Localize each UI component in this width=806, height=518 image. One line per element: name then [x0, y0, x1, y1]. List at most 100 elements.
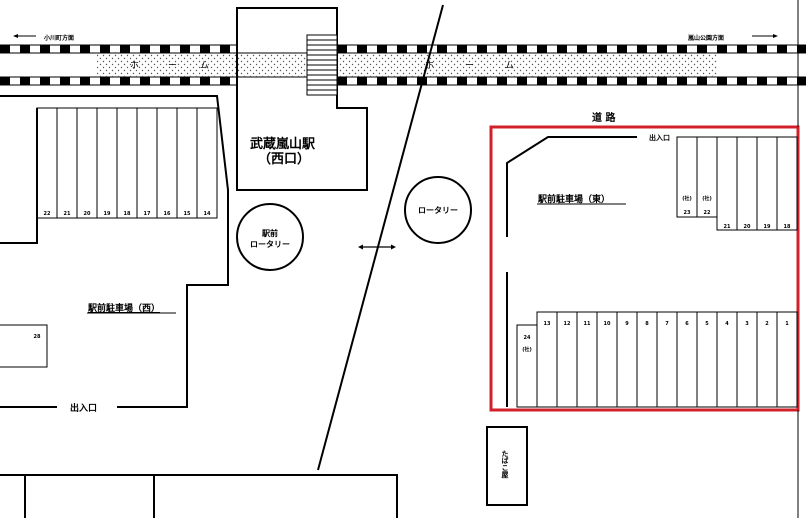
stall-number: 4 [725, 321, 729, 327]
station-building: 武蔵嵐山駅 （西口） [236, 7, 368, 191]
track-tie [397, 45, 407, 53]
parking-stall [0, 324, 48, 368]
stall-number: 15 [184, 211, 191, 217]
track-tie [717, 77, 727, 85]
track-tie [677, 45, 687, 53]
platform-station [237, 53, 307, 77]
buildings-bottom [0, 474, 398, 518]
track-tie [617, 77, 627, 85]
stall-number: 12 [564, 321, 571, 327]
entrance-label: 出入口 [649, 133, 670, 142]
track-tie [717, 45, 727, 53]
track-tie [657, 45, 667, 53]
track-tie [777, 77, 787, 85]
parking-stall: 7 [656, 311, 678, 408]
parking-stall: 21 [716, 136, 738, 231]
reserved-parking-stall: (社)22 [696, 136, 718, 218]
stall-number: 22 [44, 211, 51, 217]
tobacco-shop-label: たばこ屋 [501, 450, 509, 479]
track-rail [336, 76, 806, 86]
platform-label: ー [168, 61, 177, 71]
direction-label: 小川町方面 [43, 34, 74, 42]
lot-name: 駅前駐車場（西） [88, 302, 160, 314]
parking-stall: 16 [156, 107, 178, 219]
track-tie [397, 77, 407, 85]
track-tie [120, 45, 130, 53]
stall-tag: (社) [522, 346, 532, 353]
parking-stall: 20 [736, 136, 758, 231]
stall-number: 21 [64, 211, 71, 217]
stairs [306, 34, 338, 96]
track-tie [537, 77, 547, 85]
stall-number: 20 [744, 224, 751, 230]
lot-name: 駅前駐車場（東） [538, 193, 610, 205]
track-tie [457, 77, 467, 85]
parking-stall: 19 [96, 107, 118, 219]
platform-east [337, 53, 717, 77]
double-arrow-icon [358, 244, 396, 250]
stall-number: 18 [124, 211, 131, 217]
track-tie [737, 77, 747, 85]
track-tie [220, 45, 230, 53]
parking-stall: 10 [596, 311, 618, 408]
tobacco-shop: たばこ屋 [486, 426, 528, 506]
parking-stall: 20 [76, 107, 98, 219]
parking-stall: 9 [616, 311, 638, 408]
parking-stall: 13 [536, 311, 558, 408]
track-tie [457, 45, 467, 53]
rotary-label: 駅前 [262, 228, 278, 238]
track-tie [200, 45, 210, 53]
rotary-label: ロータリー [250, 239, 290, 249]
stall-number: 22 [704, 210, 711, 216]
road-boundary-line [317, 4, 444, 471]
parking-stall: 15 [176, 107, 198, 219]
parking-stall: 3 [736, 311, 758, 408]
rotary: ロータリー [404, 176, 472, 244]
track-tie [160, 77, 170, 85]
parking-stall: 4 [716, 311, 738, 408]
track-tie [40, 45, 50, 53]
track-tie [477, 77, 487, 85]
platform-label: ム [505, 60, 514, 71]
track-tie [517, 77, 527, 85]
platform-label: ホ [130, 60, 139, 71]
direction-label: 嵐山公園方面 [687, 34, 724, 42]
stall-number: 8 [645, 321, 649, 327]
stall-number: 10 [604, 321, 611, 327]
stall-number: 19 [104, 211, 111, 217]
track-tie [357, 45, 367, 53]
station-exit-label: （西口） [258, 151, 310, 167]
track-tie [557, 45, 567, 53]
stall-number: 24 [524, 335, 531, 341]
track-tie [577, 45, 587, 53]
track-tie [140, 77, 150, 85]
track-tie [80, 77, 90, 85]
track-tie [140, 45, 150, 53]
track-tie [697, 77, 707, 85]
track-tie [757, 45, 767, 53]
stall-number: 16 [164, 211, 171, 217]
track-tie [517, 45, 527, 53]
parking-stall: 11 [576, 311, 598, 408]
parking-stall: 22 [36, 107, 58, 219]
parking-stall: 14 [196, 107, 218, 219]
track-tie [377, 77, 387, 85]
track-tie [200, 77, 210, 85]
reserved-parking-stall: (社)23 [676, 136, 698, 218]
parking-stall: 5 [696, 311, 718, 408]
stall-number: 21 [724, 224, 731, 230]
track-tie [80, 45, 90, 53]
stall-number: 20 [84, 211, 91, 217]
track-tie [20, 45, 30, 53]
stall-tag: (社) [682, 195, 692, 202]
stall-number: 9 [625, 321, 629, 327]
parking-stall: 12 [556, 311, 578, 408]
stall-number: 1 [785, 321, 789, 327]
track-tie [497, 77, 507, 85]
track-tie [357, 77, 367, 85]
track-tie [337, 45, 347, 53]
parking-stall: 19 [756, 136, 778, 231]
track-rail [336, 44, 806, 54]
